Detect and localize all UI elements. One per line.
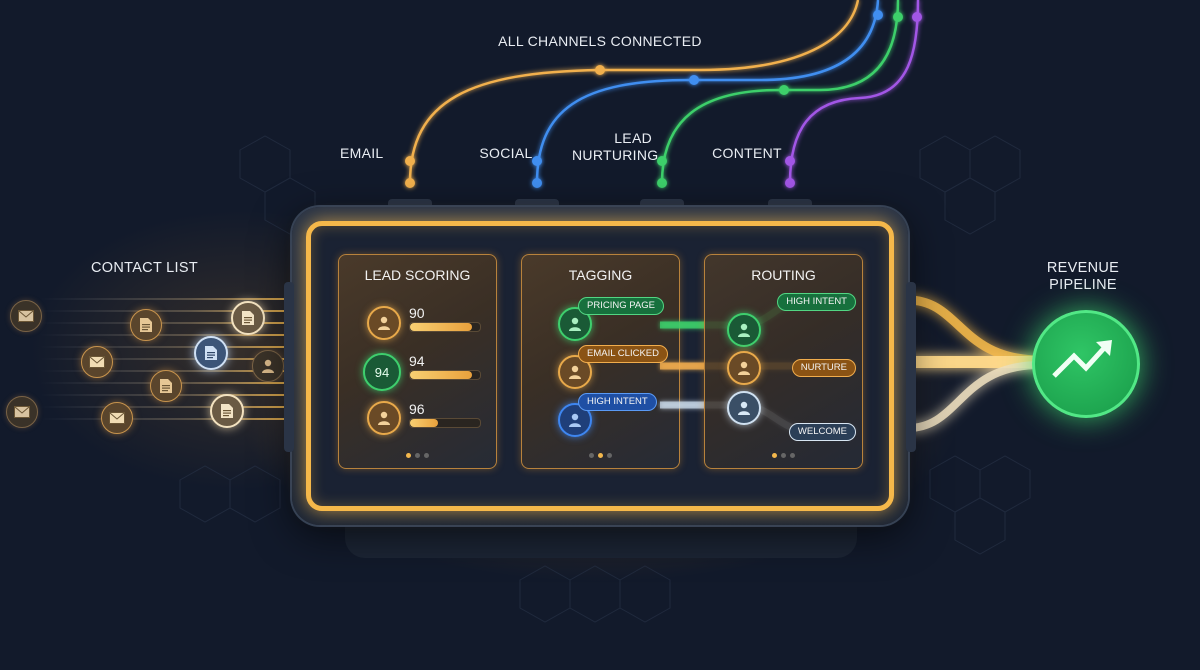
score-bar [409, 322, 481, 332]
contact-list-title: CONTACT LIST [91, 260, 198, 276]
score-bar [409, 370, 481, 380]
highlighted-score-ring: 94 [363, 353, 401, 391]
revenue-pipeline-node[interactable] [1032, 310, 1140, 418]
panel-title: TAGGING [568, 267, 633, 283]
routing-panel[interactable]: ROUTING HIGH INTENT NURTURE WELCOME [704, 254, 863, 469]
user-avatar [367, 306, 401, 340]
document-icon [150, 370, 182, 402]
score-bar [409, 418, 481, 428]
page-dots[interactable] [522, 453, 679, 458]
user-avatar [727, 351, 761, 385]
port-content [768, 199, 812, 209]
port-email [388, 199, 432, 209]
route-welcome[interactable]: WELCOME [788, 423, 856, 441]
tag-pricing-page[interactable]: PRICING PAGE [578, 297, 664, 315]
user-avatar [727, 391, 761, 425]
hex-grid [179, 135, 1031, 623]
route-nurture[interactable]: NURTURE [791, 359, 856, 377]
device-base [345, 526, 857, 558]
tagging-panel[interactable]: TAGGING PRICING PAGE EMAIL CLICKED HIGH … [521, 254, 680, 469]
channel-label-content: CONTENT [712, 145, 782, 161]
content-channel-line [788, 0, 920, 184]
tag-high-intent[interactable]: HIGH INTENT [578, 393, 657, 411]
document-icon [130, 309, 162, 341]
trending-up-icon [1052, 340, 1112, 378]
user-avatar [558, 307, 592, 341]
document-icon [194, 336, 228, 370]
panel-title: ROUTING [751, 267, 816, 283]
page-dots[interactable] [339, 453, 496, 458]
email-icon [101, 402, 133, 434]
lead-score: 94 [409, 353, 425, 369]
email-icon [10, 300, 42, 332]
user-icon [252, 350, 284, 382]
channel-label-social: SOCIAL [479, 145, 533, 161]
document-icon [231, 301, 265, 335]
panel-title: LEAD SCORING [364, 267, 471, 283]
page-dots[interactable] [705, 453, 862, 458]
device-right-grip [906, 282, 916, 452]
channel-label-email: EMAIL [340, 145, 384, 161]
port-social [515, 199, 559, 209]
output-streams [907, 295, 1041, 432]
email-icon [6, 396, 38, 428]
all-channels-title: ALL CHANNELS CONNECTED [498, 33, 702, 49]
lead-score: 96 [409, 401, 425, 417]
port-lead-nurturing [640, 199, 684, 209]
document-icon [210, 394, 244, 428]
route-high-intent[interactable]: HIGH INTENT [777, 293, 856, 311]
device-left-grip [284, 282, 294, 452]
lead-scoring-panel[interactable]: LEAD SCORING 90 94 94 96 [338, 254, 497, 469]
lead-score: 90 [409, 305, 425, 321]
revenue-pipeline-title: REVENUE PIPELINE [1046, 260, 1120, 293]
user-avatar [367, 401, 401, 435]
tag-email-clicked[interactable]: EMAIL CLICKED [578, 345, 668, 363]
user-avatar [727, 313, 761, 347]
email-icon [81, 346, 113, 378]
channel-label-lead-nurturing: LEAD NURTURING [572, 130, 659, 163]
